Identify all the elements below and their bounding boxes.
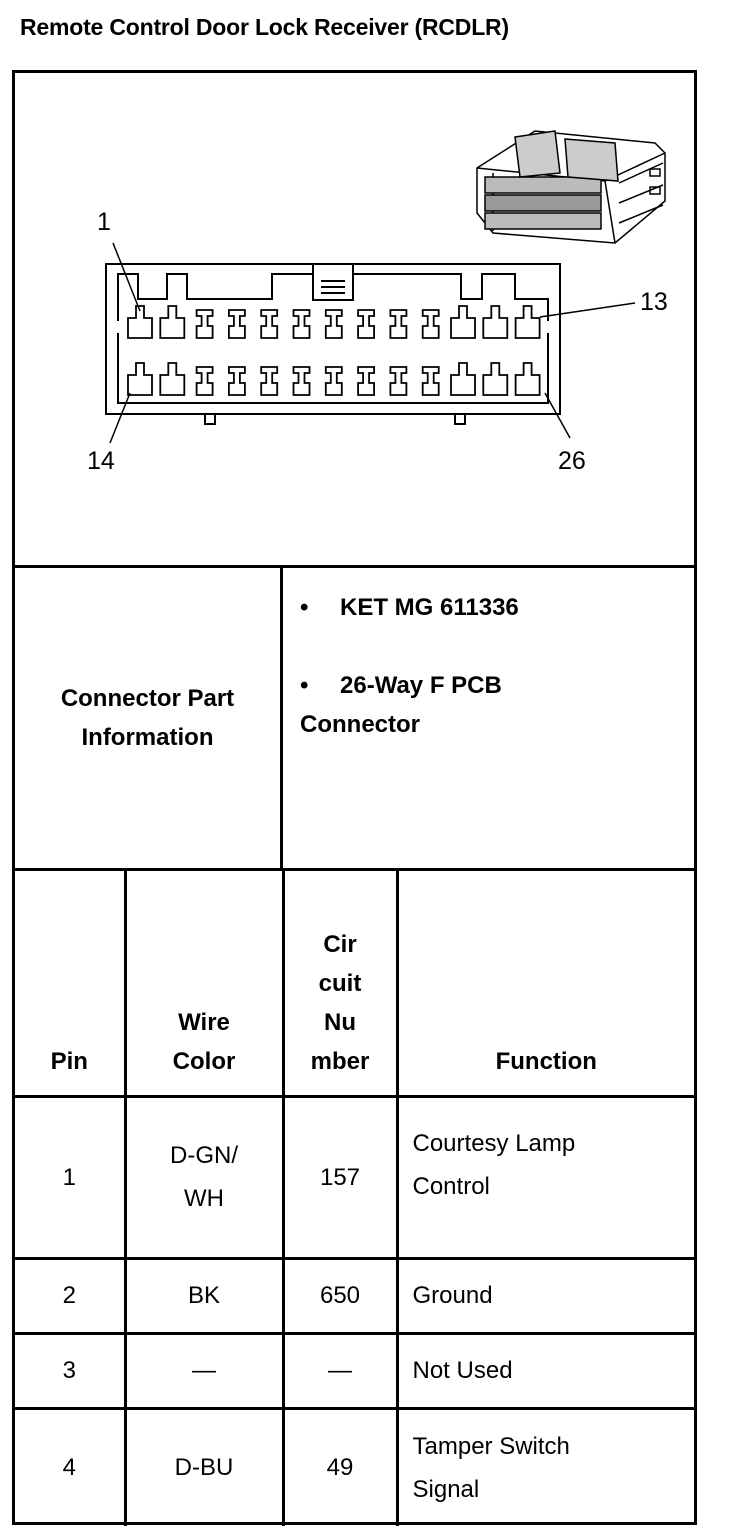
pin-label-14: 14	[87, 447, 115, 475]
pin-cavity	[228, 309, 246, 339]
connector-info-row: Connector Part Information • KET MG 61133…	[15, 568, 694, 871]
pin-cavity	[260, 366, 279, 396]
pin-cavities	[127, 305, 541, 396]
cell-pin: 2	[15, 1256, 127, 1335]
cell-pin: 1	[15, 1094, 127, 1260]
connector-type-line2: Connector	[300, 711, 420, 738]
pin-cavity	[450, 305, 476, 339]
connector-info-item: • KET MG 611336	[300, 588, 680, 627]
cell-circuit: 650	[281, 1256, 399, 1335]
header-pin: Pin	[15, 871, 127, 1098]
pin-cavity	[421, 366, 440, 396]
pin-label-26: 26	[558, 447, 586, 475]
pin-cavity	[482, 362, 509, 396]
connector-info-item: • 26-Way F PCB Connector	[300, 666, 680, 744]
cell-function: Ground	[395, 1256, 694, 1335]
cell-circuit: 49	[281, 1406, 399, 1526]
pin-cavity	[159, 305, 186, 339]
pin-cavity	[357, 309, 375, 339]
pin-cavity	[292, 309, 311, 339]
pin-cavity	[228, 366, 246, 396]
cell-function: Not Used	[395, 1331, 694, 1410]
part-number: KET MG 611336	[340, 594, 519, 621]
connector-info-label: Connector Part Information	[15, 568, 283, 868]
connector-info-label-line2: Information	[81, 724, 214, 751]
connector-info-list: • KET MG 611336 • 26-Way F PCB Connector	[300, 588, 680, 783]
pin-cavity	[357, 366, 375, 396]
pin-cavity	[389, 366, 408, 396]
cell-wire-color: BK	[123, 1256, 285, 1335]
cell-wire-color: —	[123, 1331, 285, 1410]
cell-pin: 3	[15, 1331, 127, 1410]
cell-pin: 4	[15, 1406, 127, 1526]
pin-cavity	[450, 362, 476, 396]
bullet-icon: •	[300, 672, 309, 699]
pin-cavity	[127, 362, 153, 396]
table-row: 3 — — Not Used	[15, 1331, 694, 1410]
pin-cavity	[127, 305, 153, 339]
connector-info-label-line1: Connector Part	[60, 685, 235, 712]
pin-cavity	[514, 305, 541, 339]
connector-type-line1: 26-Way F PCB	[340, 672, 502, 699]
bullet-icon: •	[300, 594, 309, 621]
pin-cavity	[389, 309, 408, 339]
pin-cavity	[324, 309, 343, 339]
pin-cavity	[482, 305, 509, 339]
pin-cavity	[324, 366, 343, 396]
pin-cavity	[195, 309, 214, 339]
leader-lines	[109, 242, 636, 444]
cell-wire-color: D-GN/WH	[123, 1094, 285, 1260]
connector-diagram: 1 13 14 26	[15, 73, 694, 568]
cell-wire-color: D-BU	[123, 1406, 285, 1526]
connector-face	[105, 263, 561, 425]
connector-3d-illustration	[476, 130, 666, 244]
page-title: Remote Control Door Lock Receiver (RCDLR…	[20, 14, 509, 40]
cell-circuit: —	[281, 1331, 399, 1410]
table-row: 2 BK 650 Ground	[15, 1256, 694, 1335]
pin-cavity	[292, 366, 311, 396]
connector-sheet: 1 13 14 26 Connector Part Information •K…	[12, 70, 697, 1526]
pin-cavity	[159, 362, 186, 396]
pin-cavity	[421, 309, 440, 339]
pin-cavity	[260, 309, 279, 339]
pin-label-1: 1	[97, 208, 111, 236]
pin-cavity	[195, 366, 214, 396]
pin-cavity	[514, 362, 541, 396]
connector-face-drawing	[105, 130, 666, 444]
pin-label-13: 13	[640, 288, 668, 316]
header-function: Function	[395, 871, 694, 1098]
cell-circuit: 157	[281, 1094, 399, 1260]
